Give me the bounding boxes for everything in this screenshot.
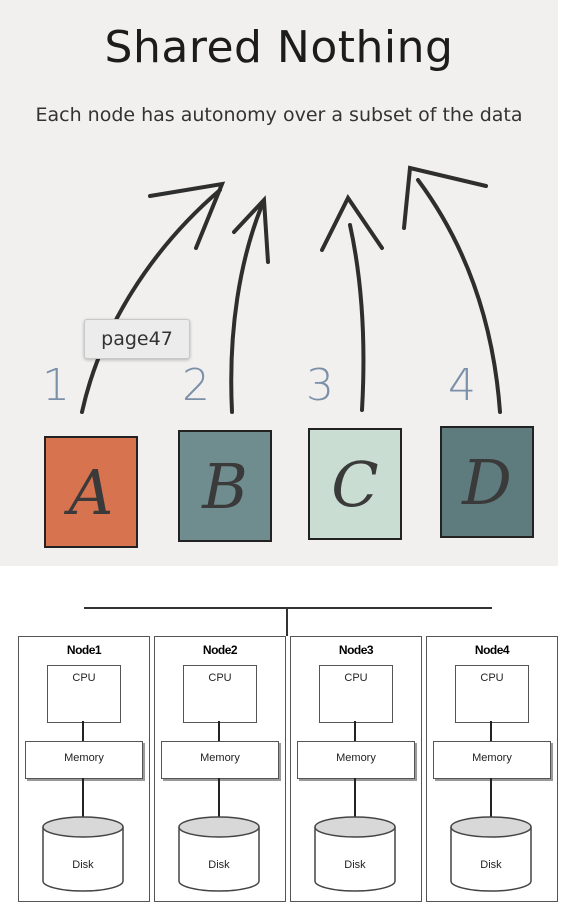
memory-label: Memory bbox=[336, 752, 376, 764]
cpu-box: CPU bbox=[47, 665, 121, 723]
disk-cylinder: Disk bbox=[449, 815, 533, 893]
disk-label: Disk bbox=[208, 859, 230, 871]
memory-box: Memory bbox=[161, 741, 279, 779]
cpu-label: CPU bbox=[480, 672, 504, 684]
node-number-1: 1 bbox=[42, 360, 70, 411]
cpu-box: CPU bbox=[455, 665, 529, 723]
sketch-subtitle: Each node has autonomy over a subset of … bbox=[35, 104, 523, 126]
cpu-memory-link bbox=[354, 721, 356, 741]
arrow-3 bbox=[348, 223, 366, 412]
memory-disk-link bbox=[218, 778, 220, 818]
arrow-2 bbox=[229, 203, 264, 414]
disk-cylinder: Disk bbox=[177, 815, 261, 893]
arrow-4 bbox=[416, 178, 502, 414]
node-column-4: Node4 CPU Memory Disk bbox=[426, 636, 558, 902]
node-column-2: Node2 CPU Memory Disk bbox=[154, 636, 286, 902]
sketch-panel: Shared Nothing Each node has autonomy ov… bbox=[0, 0, 558, 566]
disk-cylinder: Disk bbox=[313, 815, 397, 893]
node-title: Node4 bbox=[474, 643, 510, 657]
node-letter-a: A bbox=[68, 456, 114, 529]
sketch-title: Shared Nothing bbox=[104, 22, 454, 73]
memory-box: Memory bbox=[25, 741, 143, 779]
sketch-node-a: A bbox=[44, 436, 138, 548]
sketch-node-b: B bbox=[178, 430, 272, 542]
cpu-label: CPU bbox=[72, 672, 96, 684]
memory-disk-link bbox=[354, 778, 356, 818]
cpu-box: CPU bbox=[319, 665, 393, 723]
node-letter-b: B bbox=[202, 450, 248, 523]
disk-label: Disk bbox=[480, 859, 502, 871]
node-title: Node1 bbox=[66, 643, 102, 657]
arrowhead-1 bbox=[148, 181, 226, 250]
arrow-1 bbox=[80, 188, 222, 414]
arrowhead-3 bbox=[320, 194, 384, 252]
sketch-node-c: C bbox=[308, 428, 402, 540]
memory-box: Memory bbox=[433, 741, 551, 779]
cpu-label: CPU bbox=[344, 672, 368, 684]
cpu-label: CPU bbox=[208, 672, 232, 684]
node-column-1: Node1 CPU Memory Disk bbox=[18, 636, 150, 902]
node-number-4: 4 bbox=[448, 360, 476, 411]
arrowhead-4 bbox=[402, 165, 488, 230]
sketch-node-d: D bbox=[440, 426, 534, 538]
cpu-memory-link bbox=[82, 721, 84, 741]
cpu-box: CPU bbox=[183, 665, 257, 723]
disk-label: Disk bbox=[344, 859, 366, 871]
node-number-2: 2 bbox=[182, 360, 210, 411]
memory-label: Memory bbox=[200, 752, 240, 764]
arrowhead-2 bbox=[232, 195, 270, 264]
node-letter-c: C bbox=[331, 448, 379, 521]
node-column-3: Node3 CPU Memory Disk bbox=[290, 636, 422, 902]
upward-arrows bbox=[80, 165, 502, 414]
node-title: Node3 bbox=[338, 643, 374, 657]
node-number-3: 3 bbox=[306, 360, 334, 411]
node-title: Node2 bbox=[202, 643, 238, 657]
memory-label: Memory bbox=[472, 752, 512, 764]
memory-box: Memory bbox=[297, 741, 415, 779]
cpu-memory-link bbox=[490, 721, 492, 741]
cpu-memory-link bbox=[218, 721, 220, 741]
memory-disk-link bbox=[82, 778, 84, 818]
page-tooltip: page47 bbox=[84, 319, 190, 359]
memory-disk-link bbox=[490, 778, 492, 818]
disk-cylinder: Disk bbox=[41, 815, 125, 893]
node-letter-d: D bbox=[462, 446, 512, 519]
memory-label: Memory bbox=[64, 752, 104, 764]
disk-label: Disk bbox=[72, 859, 94, 871]
